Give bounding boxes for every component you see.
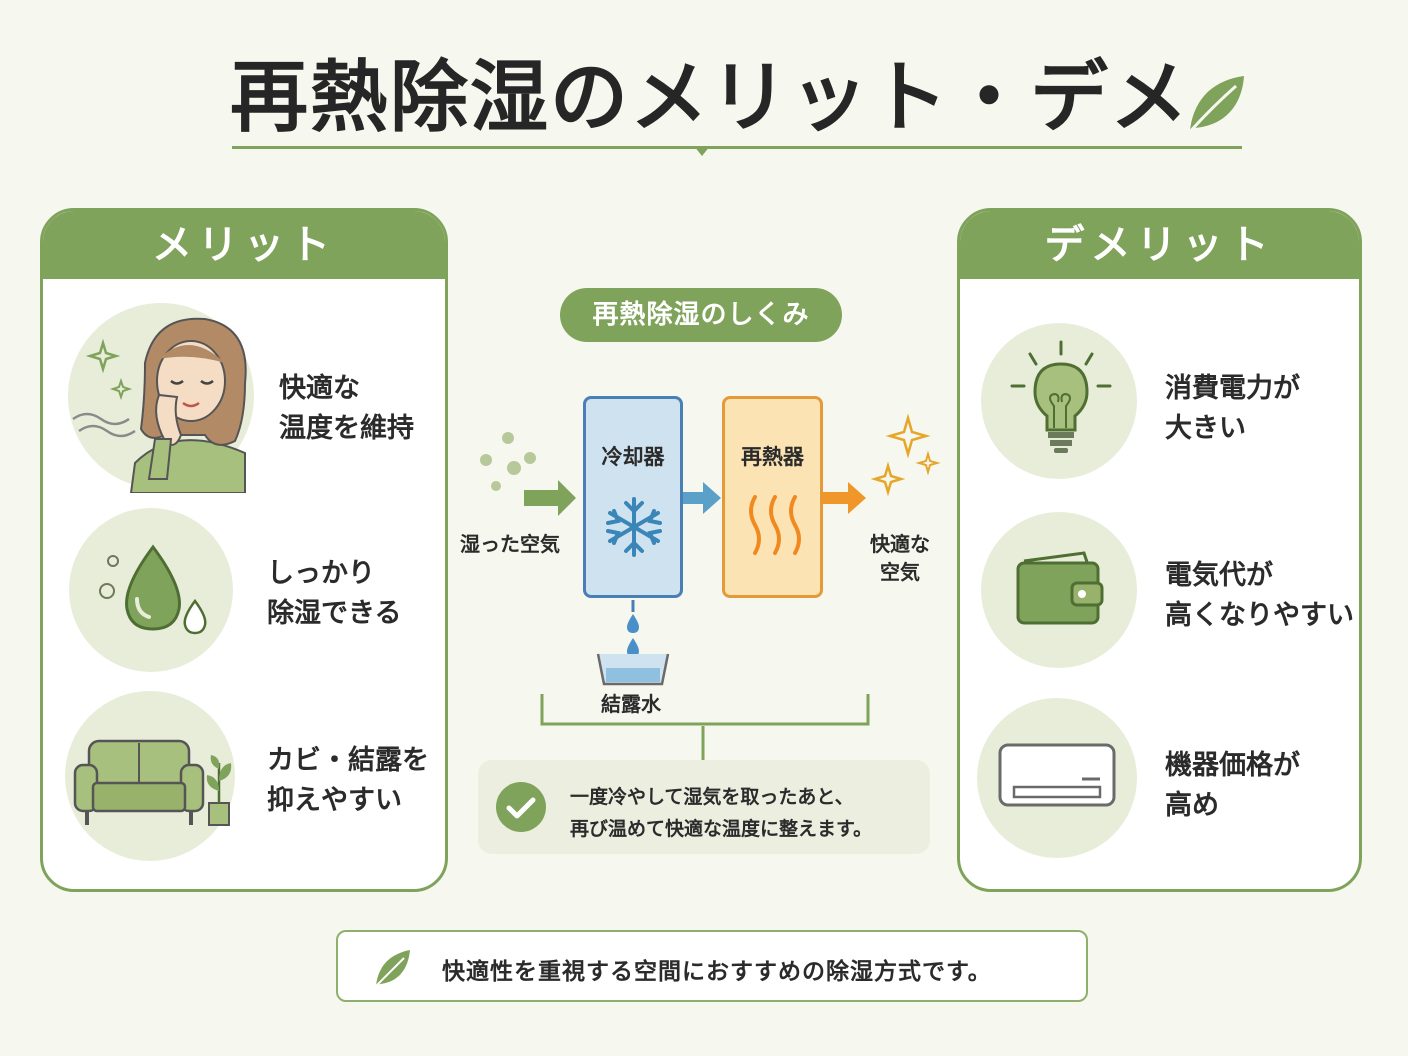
demerit-item-line: 電気代が: [1165, 560, 1273, 591]
leaf-icon: [373, 950, 410, 989]
demerit-item-line: 機器価格が: [1165, 750, 1300, 781]
demerit-item-power: 消費電力が 大きい: [1165, 369, 1300, 449]
sofa-plant-icon: [73, 739, 232, 826]
merit-item-line: 温度を維持: [279, 413, 414, 444]
merit-item-line: 快適な: [279, 373, 360, 404]
light-bulb-icon: [1010, 340, 1112, 453]
condensate-water-icon: [596, 600, 670, 686]
demerit-item-equipment-price: 機器価格が 高め: [1165, 746, 1300, 826]
snowflake-icon: [606, 497, 662, 557]
bracket-connector: [540, 694, 870, 760]
demerit-item-line: 大きい: [1165, 413, 1246, 444]
title-underline: [232, 146, 1242, 149]
demerit-item-electricity-cost: 電気代が 高くなりやすい: [1165, 556, 1354, 636]
demerit-item-line: 高め: [1165, 790, 1219, 821]
footer-text: 快適性を重視する空間におすすめの除湿方式です。: [442, 959, 992, 985]
demerit-item-line: 消費電力が: [1165, 373, 1300, 404]
air-conditioner-icon: [998, 743, 1116, 807]
reheater-label: 再熱器: [741, 445, 804, 469]
condensate-label: 結露水: [601, 692, 661, 716]
arrow-to-output-icon: [822, 482, 866, 514]
demerit-heading: デメリット: [960, 211, 1359, 279]
comfortable-air-line: 空気: [880, 560, 920, 584]
title-notch: [694, 146, 710, 156]
heat-waves-icon: [749, 495, 801, 555]
merit-heading: メリット: [43, 211, 445, 279]
demerit-item-line: 高くなりやすい: [1165, 600, 1354, 631]
humid-air-icon: [480, 432, 576, 516]
comfortable-air-label: 快適な 空気: [860, 530, 940, 586]
humid-air-label: 湿った空気: [460, 532, 560, 556]
merit-item-comfort-temperature: 快適な 温度を維持: [279, 369, 414, 449]
merit-item-line: 抑えやすい: [267, 785, 402, 816]
comfortable-air-line: 快適な: [870, 532, 930, 556]
mechanism-description-box: 一度冷やして湿気を取ったあと、 再び温めて快適な温度に整えます。: [478, 760, 930, 854]
water-drop-icon: [99, 544, 207, 635]
merit-item-line: 除湿できる: [267, 598, 402, 629]
check-circle-icon: [496, 782, 546, 832]
reheater-box: 再熱器: [722, 396, 823, 598]
merit-item-line: カビ・結露を: [267, 745, 429, 776]
cooler-label: 冷却器: [601, 445, 665, 469]
merit-item-line: しっかり: [267, 558, 375, 589]
merit-item-dehumidify: しっかり 除湿できる: [267, 554, 401, 634]
mechanism-heading: 再熱除湿のしくみ: [560, 288, 842, 342]
page-title: 再熱除湿のメリット・デメ: [230, 53, 1191, 143]
wallet-icon: [1016, 551, 1104, 625]
leaf-icon: [1186, 76, 1244, 135]
footer-note: 快適性を重視する空間におすすめの除湿方式です。: [336, 930, 1088, 1002]
mechanism-description-line: 再び温めて快適な温度に整えます。: [570, 818, 873, 840]
cooler-box: 冷却器: [583, 396, 683, 598]
sparkle-icon: [870, 413, 941, 497]
merit-panel: メリット 快適な 温度を維持 しっかり 除湿できる: [40, 208, 448, 892]
mechanism-description-line: 一度冷やして湿気を取ったあと、: [570, 786, 854, 808]
demerit-panel: デメリット 消費電力が 大きい 電気代が 高くなりやすい 機器価格が 高め: [957, 208, 1362, 892]
woman-icon: [72, 317, 247, 493]
arrow-to-reheater-icon: [683, 482, 721, 514]
merit-item-mold-condensation: カビ・結露を 抑えやすい: [267, 741, 429, 821]
